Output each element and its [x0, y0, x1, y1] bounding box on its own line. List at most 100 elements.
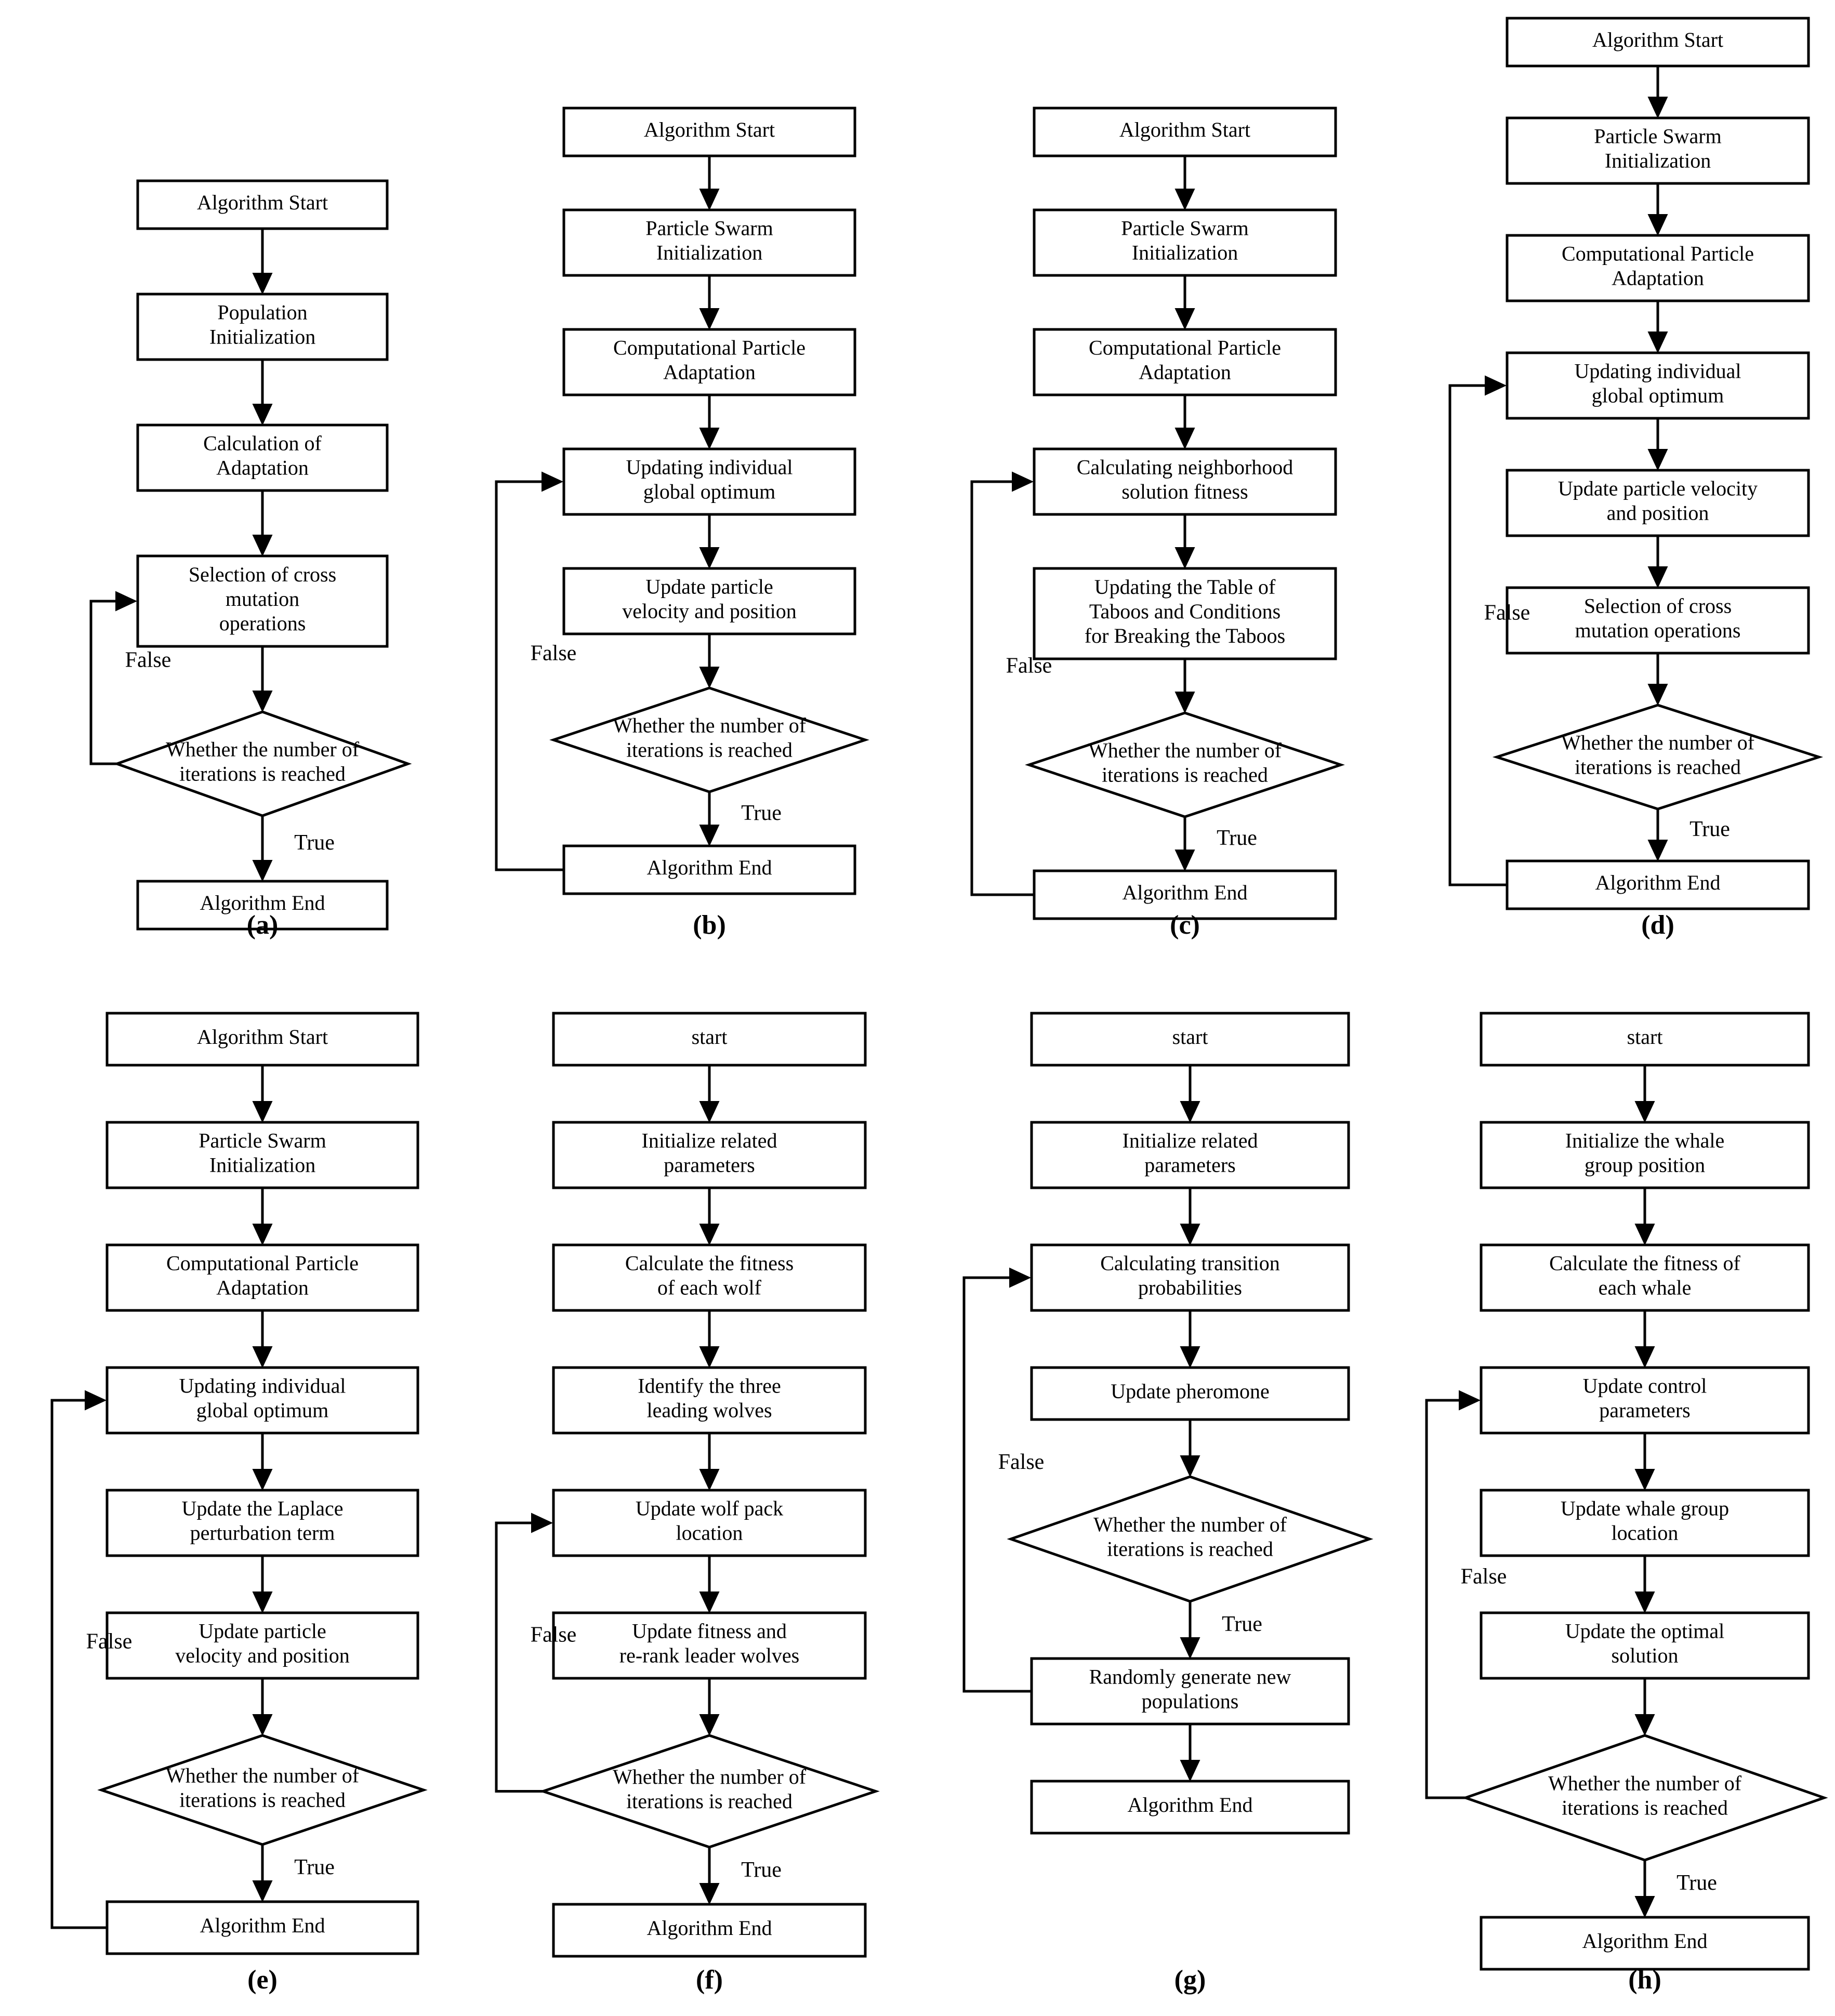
process-box-shape [1480, 1366, 1810, 1435]
process-box-shape [1030, 1780, 1350, 1835]
process-box-shape [1506, 859, 1810, 910]
process-box-shape [562, 844, 856, 895]
false-edge-label: False [125, 648, 171, 672]
panel-caption-e: (e) [247, 1965, 278, 1995]
process-box-shape [1033, 447, 1337, 516]
node-label: Algorithm End [646, 856, 772, 879]
panel-caption-d: (d) [1641, 910, 1674, 940]
process-box-shape [562, 567, 856, 635]
process-node: Algorithm End [552, 1903, 867, 1958]
process-node: Algorithm Start [136, 179, 389, 230]
process-box-shape [552, 1903, 867, 1958]
false-loop-arrow [495, 471, 564, 871]
false-edge-label: False [1461, 1564, 1507, 1588]
process-box-shape [1506, 586, 1810, 655]
process-box-shape [1506, 469, 1810, 537]
node-label: Algorithm End [1595, 871, 1720, 894]
false-loop-arrow [962, 1267, 1032, 1693]
false-loop-arrow [89, 591, 137, 765]
process-box-shape [105, 1489, 419, 1557]
process-node: Algorithm Start [1506, 17, 1810, 68]
node-label: Algorithm Start [1592, 28, 1723, 51]
panel-caption-f: (f) [696, 1965, 723, 1995]
process-box-shape [552, 1611, 867, 1680]
process-box-shape [105, 1012, 419, 1067]
process-box-shape [105, 1243, 419, 1312]
node-label: Algorithm End [200, 891, 325, 914]
process-node: Algorithm End [1030, 1780, 1350, 1835]
true-edge-label: True [1689, 817, 1730, 841]
process-node: start [552, 1012, 867, 1067]
process-node: Algorithm End [136, 880, 389, 931]
node-label: Update pheromone [1111, 1380, 1269, 1403]
process-node: Algorithm End [1480, 1916, 1810, 1971]
node-label: start [692, 1025, 728, 1049]
process-node: start [1030, 1012, 1350, 1067]
false-loop-arrow [1425, 1390, 1481, 1799]
process-box-shape [562, 107, 856, 157]
false-loop-arrow [495, 1513, 553, 1793]
true-edge-label: True [294, 1855, 335, 1879]
panel-caption-h: (h) [1628, 1965, 1661, 1995]
node-label: Algorithm End [1122, 881, 1247, 904]
true-edge-label: True [1222, 1612, 1262, 1636]
true-edge-label: True [294, 831, 335, 855]
node-label: Algorithm Start [197, 191, 328, 214]
process-box-shape [136, 179, 389, 230]
process-box-shape [1033, 107, 1337, 157]
false-edge-label: False [998, 1450, 1045, 1474]
panel-caption-c: (c) [1170, 910, 1200, 940]
process-box-shape [1030, 1121, 1350, 1189]
